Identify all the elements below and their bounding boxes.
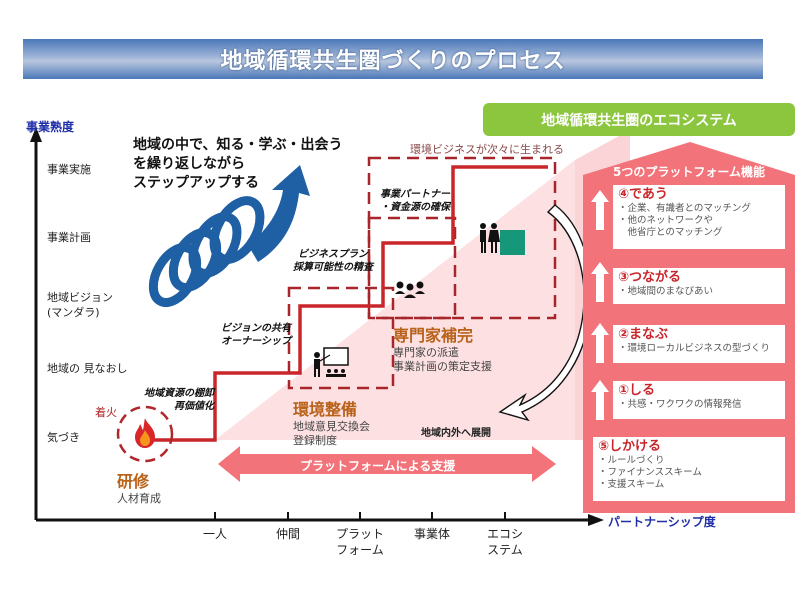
staircase-line [150,165,548,442]
main-message: 地域の中で、知る・学ぶ・出会う を繰り返しながら ステップアップする [133,137,343,191]
up-arrow-icon [591,380,609,420]
up-arrow-icon [591,190,609,230]
platform-panel-heading: 5つのプラットフォーム機能 [613,165,765,179]
page-title: 地域循環共生圏づくりのプロセス [220,49,566,74]
platform-function-initiate: ⑤しかける ・ルールづくり ・ファイナンススキーム ・支援スキーム [593,437,785,501]
y-level-label: 地域の 見なおし [47,362,128,375]
function-title: ④であう [618,187,668,202]
up-arrow-icon [591,323,609,363]
function-item: ・企業、有識者とのマッチング [618,203,751,214]
teal-square [500,230,525,255]
phase-line: 専門家の派遣 [393,346,459,359]
x-axis-arrowhead [588,514,604,526]
x-axis-title: パートナーシップ度 [608,515,716,529]
up-arrow-icon [591,262,609,302]
step-note-vision: ビジョンの共有 オーナーシップ [221,323,291,347]
step-note-business-plan: ビジネスプラン 採算可能性の精査 [293,249,373,273]
ecosystem-banner: 地域循環共生圏のエコシステム [483,103,795,136]
support-double-arrow [218,446,556,482]
title-bar: 地域循環共生圏づくりのプロセス [23,39,763,79]
x-level-label: 事業体 [413,527,450,541]
function-item: ・共感・ワクワクの情報発信 [618,399,742,410]
business-born-label: 環境ビジネスが次々に生まれる [410,143,564,156]
phase-title: 環境整備 [293,400,358,419]
phase-line: 地域意見交換会 [293,420,370,433]
ignition-label: 着火 [95,406,117,419]
y-axis-title: 事業熟度 [26,120,75,134]
x-level-label: 一人 [202,527,227,541]
platform-function-connect: ③つながる ・地域間のまなびあい [613,268,785,304]
x-level-label: プラット フォーム [335,527,384,557]
phase-line: 登録制度 [293,434,337,447]
platform-panel: 5つのプラットフォーム機能 ④であう ・企業、有識者とのマッチング ・他のネット… [583,145,795,513]
ignition-circle [116,405,174,463]
function-item: ・ファイナンススキーム [598,467,702,478]
dashed-box-environment [287,286,395,390]
teacher-icon [314,347,349,377]
function-title: ①しる [618,383,656,398]
phase-line: 事業計画の策定支援 [393,360,492,373]
phase-environment: 環境整備 地域意見交換会 登録制度 [293,396,370,448]
x-level-label: エコシ ステム [486,527,523,557]
expand-label: 地域内外へ展開 [421,428,491,439]
function-item: ・環境ローカルビジネスの型づくり [618,343,771,354]
function-item: ・地域間のまなびあい [618,286,714,297]
y-axis-arrowhead [30,127,42,142]
phase-title: 研修 [117,472,150,491]
y-level-label: 事業計画 [47,231,91,244]
platform-function-know: ①しる ・共感・ワクワクの情報発信 [613,381,785,419]
phase-experts: 専門家補完 専門家の派遣 事業計画の策定支援 [393,322,492,374]
couple-icon [480,223,500,253]
fire-icon [135,418,155,448]
y-level-label: 事業実施 [47,163,91,176]
platform-function-meet: ④であう ・企業、有識者とのマッチング ・他のネットワークや 他省庁とのマッチン… [613,185,785,249]
ecosystem-banner-text: 地域循環共生圏のエコシステム [541,112,737,129]
group-icon [395,281,425,298]
dashed-box-experts [367,216,457,320]
phase-title: 専門家補完 [393,326,474,345]
function-title: ⑤しかける [598,439,662,454]
function-title: ③つながる [618,270,682,285]
phase-training: 研修 人材育成 [117,468,161,506]
spiral-arrow [148,165,310,307]
y-level-label: 気づき [47,431,80,444]
function-item: ・ルールづくり [598,455,665,466]
step-note-partner: 事業パートナー ・資金源の確保 [380,189,450,213]
y-level-label: 地域ビジョン (マンダラ) [47,291,113,319]
function-item: ・他のネットワークや [618,215,714,226]
phase-line: 人材育成 [117,492,161,505]
support-arrow-label: プラットフォームによる支援 [300,459,456,473]
step-note-resources: 地域資源の棚卸 再価値化 [144,388,214,412]
function-item: ・支援スキーム [598,479,665,490]
platform-function-learn: ②まなぶ ・環境ローカルビジネスの型づくり [613,325,785,363]
x-level-label: 仲間 [275,527,300,541]
dashed-box-ecosystem [367,156,557,320]
function-title: ②まなぶ [618,327,669,342]
function-item: 他省庁とのマッチング [618,227,723,238]
